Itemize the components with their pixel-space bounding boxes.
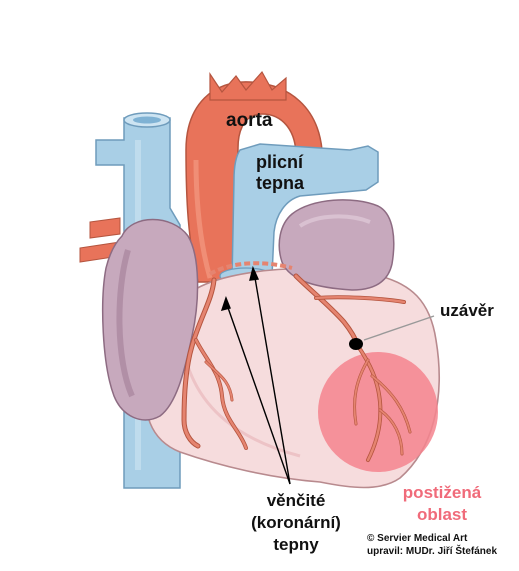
affected-label-line1: postižená (402, 483, 482, 502)
credit-text: © Servier Medical Art upravil: MUDr. Jiř… (367, 532, 497, 558)
occlusion-dot (349, 338, 363, 350)
occlusion-pointer (363, 315, 435, 341)
pulmonary-artery-label-line1: plicní (256, 152, 304, 172)
pulmonary-artery-label-line2: tepna (256, 172, 305, 193)
credit-line2: upravil: MUDr. Jiří Štefánek (367, 546, 498, 557)
aorta-label: aorta (226, 110, 273, 131)
affected-area-shape (318, 352, 438, 472)
coronary-arteries-label: věnčité (koronární) tepny (236, 490, 356, 556)
coronary-label-line1: věnčité (266, 491, 326, 510)
coronary-label-line2: (koronární) (251, 513, 341, 532)
coronary-arteries (181, 273, 412, 462)
coronary-ostia (208, 261, 293, 276)
coronary-label-line3: tepny (273, 535, 319, 554)
affected-area-label: postižená oblast (392, 482, 492, 526)
pulmonary-artery-label: plicní tepna (256, 152, 304, 193)
coronary-pointers (220, 265, 291, 485)
affected-label-line2: oblast (416, 505, 468, 524)
occlusion-label: uzávěr (440, 301, 494, 320)
right-atrium (101, 218, 199, 421)
left-atrium (278, 199, 395, 291)
credit-line1: © Servier Medical Art (367, 533, 468, 544)
